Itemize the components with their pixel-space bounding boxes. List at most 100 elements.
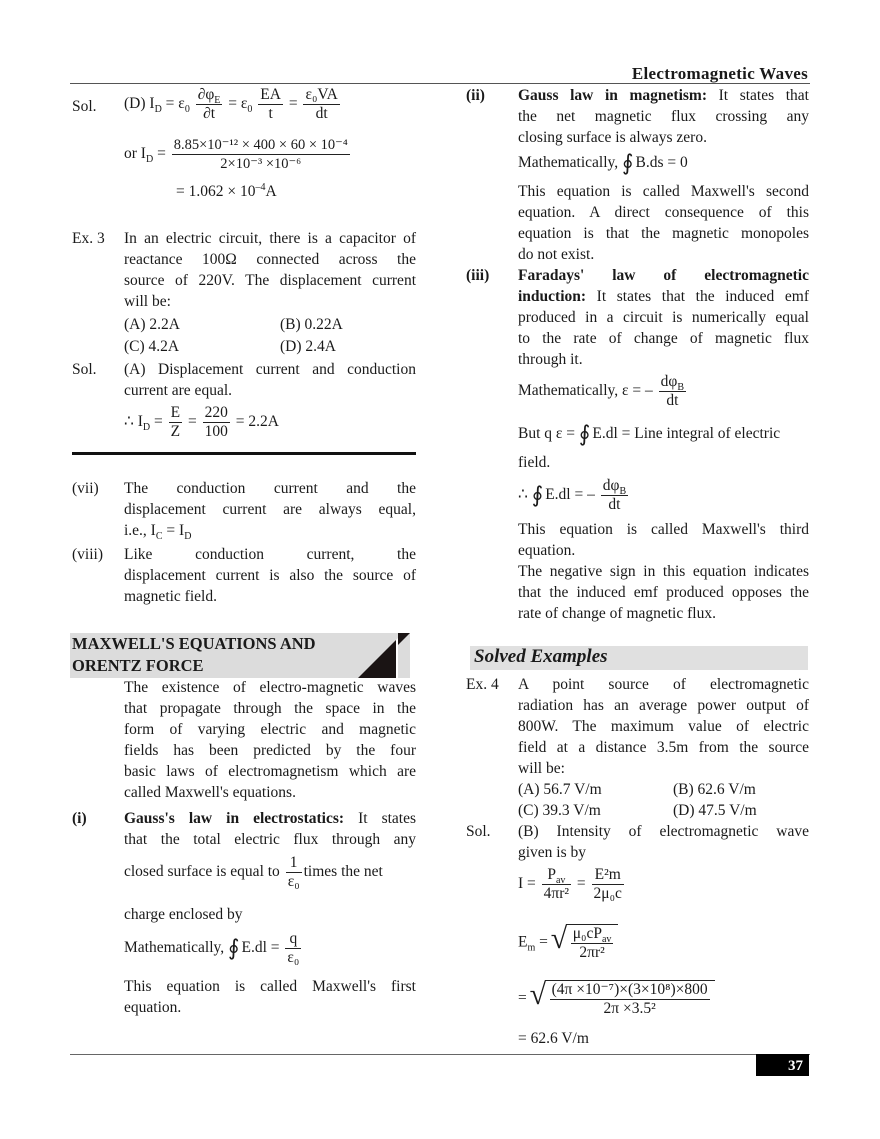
final-answer: = 62.6 V/m (518, 1030, 589, 1047)
sub: D (184, 531, 192, 543)
numerator: 8.85×10⁻¹² × 400 × 60 × 10⁻⁴ (171, 137, 350, 155)
text-line: field at a distance 3.5m from the source (518, 739, 809, 756)
text: It states (344, 810, 417, 827)
denominator: 2×10⁻³ ×10⁻⁶ (220, 156, 302, 172)
text-line: field. (518, 454, 551, 471)
eq-text: = (576, 875, 586, 893)
unit: A (265, 183, 277, 200)
sub: C (155, 531, 163, 543)
numerator-sub: B (677, 382, 685, 394)
numerator-sub: av (555, 875, 566, 887)
gauss-magnetism: (ii) Gauss law in magnetism: It states t… (466, 85, 809, 265)
numerator: EA (258, 86, 283, 105)
text-line: charge enclosed by (124, 906, 243, 923)
section-heading: MAXWELL'S EQUATIONS AND ORENTZ FORCE (72, 633, 316, 677)
text-line: reactance 100Ω connected across the (124, 251, 416, 268)
law-text: Gauss's law in electrostatics: It states… (124, 808, 416, 850)
eq-text: I = (518, 875, 536, 893)
numerator: E²m (591, 866, 624, 885)
section-corner-decoration (358, 633, 410, 678)
text-line: closing surface is always zero. (518, 129, 707, 146)
option-c: (C) 39.3 V/m (518, 802, 601, 819)
eq-text: = 1.062 × 10 (176, 183, 256, 200)
denominator: ε₀ (287, 873, 300, 890)
text-line: given is by (518, 844, 587, 861)
denominator: 4πr² (543, 885, 570, 902)
denominator: dt (315, 105, 328, 122)
numerator: 220 (202, 404, 230, 423)
text-line: called Maxwell's equations. (124, 784, 296, 801)
law-text: Gauss law in magnetism: It states that t… (518, 85, 809, 148)
numerator-sub: E (214, 95, 221, 107)
denominator: ε₀ (287, 949, 300, 966)
option-d: (D) 47.5 V/m (673, 802, 757, 819)
exponent: –4 (255, 181, 266, 193)
contour-integral-icon: ∮ (578, 421, 591, 446)
text-line: magnetic field. (124, 588, 217, 605)
text: = I (162, 522, 185, 539)
gauss-magnetism-equation: Mathematically, ∮B.ds = 0 (518, 150, 688, 175)
eq-text: ε = – (622, 382, 653, 400)
law-note: This equation is called Maxwell's first … (124, 976, 416, 1018)
text-line: equation. A direct consequence of this (518, 204, 809, 221)
law-name: induction: (518, 288, 587, 305)
denominator: dt (666, 392, 679, 409)
eq-text: E (518, 933, 528, 951)
law-label: (ii) (466, 87, 485, 104)
text-line: A point source of electromagnetic (518, 676, 809, 693)
eq-text: E.dl = (241, 939, 280, 957)
text: Mathematically, (124, 939, 225, 957)
text-line: The negative sign in this equation indic… (518, 563, 809, 580)
text: closed surface is equal to (124, 863, 280, 881)
text-line: to the rate of change of magnetic flux (518, 330, 809, 347)
law-label: (iii) (466, 267, 490, 284)
text-line: through it. (518, 351, 583, 368)
eq-text: = (535, 933, 548, 951)
numerator: E (168, 404, 183, 423)
text-line: that the induced emf produced opposes th… (518, 584, 809, 601)
numerator: P (547, 866, 556, 883)
law-label: (i) (72, 810, 87, 827)
contour-integral-icon: ∮ (622, 150, 634, 175)
eq-text: = (288, 95, 298, 113)
text: Mathematically, (518, 382, 619, 400)
text-line: will be: (124, 293, 171, 310)
text-line: 800W. The maximum value of electric (518, 718, 809, 735)
numerator: q (285, 930, 302, 949)
numerator: (4π ×10⁻⁷)×(3×10⁸)×800 (549, 981, 710, 1000)
section-heading-bg (70, 633, 410, 678)
text-line: basic laws of electromagnetism which are (124, 763, 416, 780)
eq-text: ∴ I (124, 413, 143, 431)
option-c: (C) 4.2A (124, 338, 180, 355)
text-line: source of 220V. The displacement current (124, 272, 416, 289)
text: = Line integral of electric (621, 425, 781, 442)
chapter-title: Electromagnetic Waves (631, 64, 808, 83)
intro-text: The existence of electro-magnetic waves … (124, 677, 416, 803)
text-line: do not exist. (518, 246, 595, 263)
option-b: (B) 0.22A (280, 316, 343, 333)
eq-text: ∴ (518, 486, 528, 504)
eq-text: But q ε = (518, 425, 576, 442)
denominator: 2πr² (579, 944, 605, 961)
numerator-sub: av (601, 934, 612, 946)
example-question: In an electric circuit, there is a capac… (124, 228, 416, 312)
denominator: 2π ×3.5² (603, 1000, 656, 1017)
text-line: equation. (124, 999, 182, 1016)
eq-sub: m (527, 942, 536, 954)
eq-text: = (518, 989, 527, 1007)
option-d: (D) 2.4A (280, 338, 336, 355)
heading-line: ORENTZ FORCE (72, 656, 204, 675)
eq-sub: D (154, 104, 162, 116)
points-list: (vii) The conduction current and the dis… (72, 478, 416, 608)
eq-result: = 2.2A (235, 413, 279, 431)
example-4: Ex. 4 A point source of electromagnetic … (466, 674, 809, 1054)
numerator: ε₀VA (303, 86, 340, 105)
eq-sub: D (145, 154, 154, 166)
